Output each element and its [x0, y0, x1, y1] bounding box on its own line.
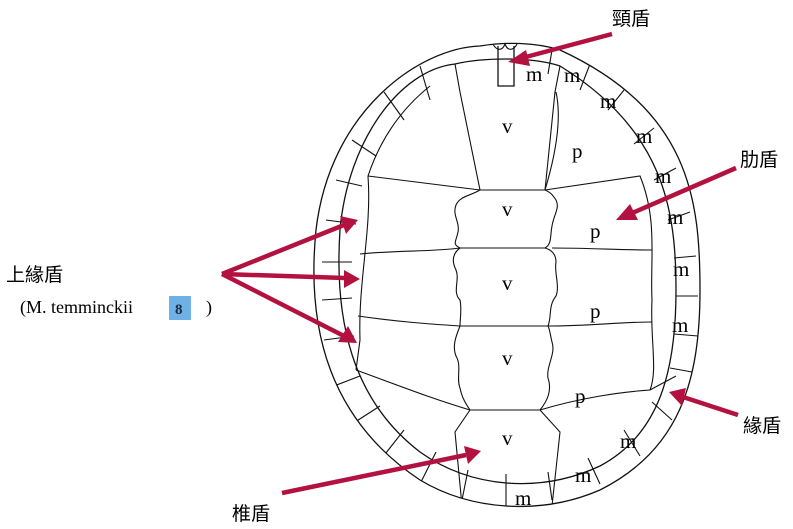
vertebral-letter: v — [502, 271, 513, 295]
supramarginal-arrows — [220, 216, 360, 343]
vertebral-letter: v — [502, 346, 513, 370]
nuchal-label: 頸盾 — [612, 8, 650, 30]
supramarginal-label: 上緣盾 — [6, 264, 63, 286]
marginal-letter: m — [515, 486, 531, 510]
species-badge-number: 8 — [175, 302, 183, 318]
marginal-letter: m — [673, 257, 689, 281]
marginal-letter: m — [575, 463, 591, 487]
marginal-letter: m — [600, 89, 616, 113]
marginal-label: 緣盾 — [743, 415, 781, 437]
species-name: (M. temminckii — [20, 297, 133, 318]
marginal-letter: m — [564, 63, 580, 87]
marginal-arrow — [669, 388, 739, 418]
costal-letter: p — [572, 139, 583, 163]
marginal-letter: m — [655, 164, 671, 188]
costal-letters: p p p p — [572, 139, 601, 408]
vertebral-letter: v — [502, 426, 513, 450]
nuchal-arrow — [508, 31, 613, 66]
species-badge — [169, 296, 191, 320]
species-close: ) — [206, 297, 212, 318]
species-note: (M. temminckii 8 ) — [20, 296, 212, 320]
costal-letter: p — [590, 299, 601, 323]
costal-arrow — [616, 165, 737, 220]
vertebral-letter: v — [502, 114, 513, 138]
marginal-letter: m — [667, 205, 683, 229]
marginal-letter: m — [636, 124, 652, 148]
marginal-letter: m — [672, 313, 688, 337]
carapace-outline — [313, 42, 701, 508]
marginal-letters: m m m m m m m m m m m — [515, 62, 689, 510]
vertebral-letter: v — [502, 197, 513, 221]
vertebral-letters: v v v v v — [502, 114, 513, 450]
nuchal-scute — [492, 42, 518, 87]
marginal-letter: m — [620, 429, 636, 453]
vertebral-arrow — [281, 446, 481, 496]
costal-label: 肋盾 — [740, 149, 778, 171]
vertebral-label: 椎盾 — [232, 503, 270, 525]
costal-letter: p — [575, 384, 586, 408]
costal-letter: p — [590, 219, 601, 243]
scute-seams — [321, 49, 699, 507]
marginal-letter: m — [526, 62, 542, 86]
